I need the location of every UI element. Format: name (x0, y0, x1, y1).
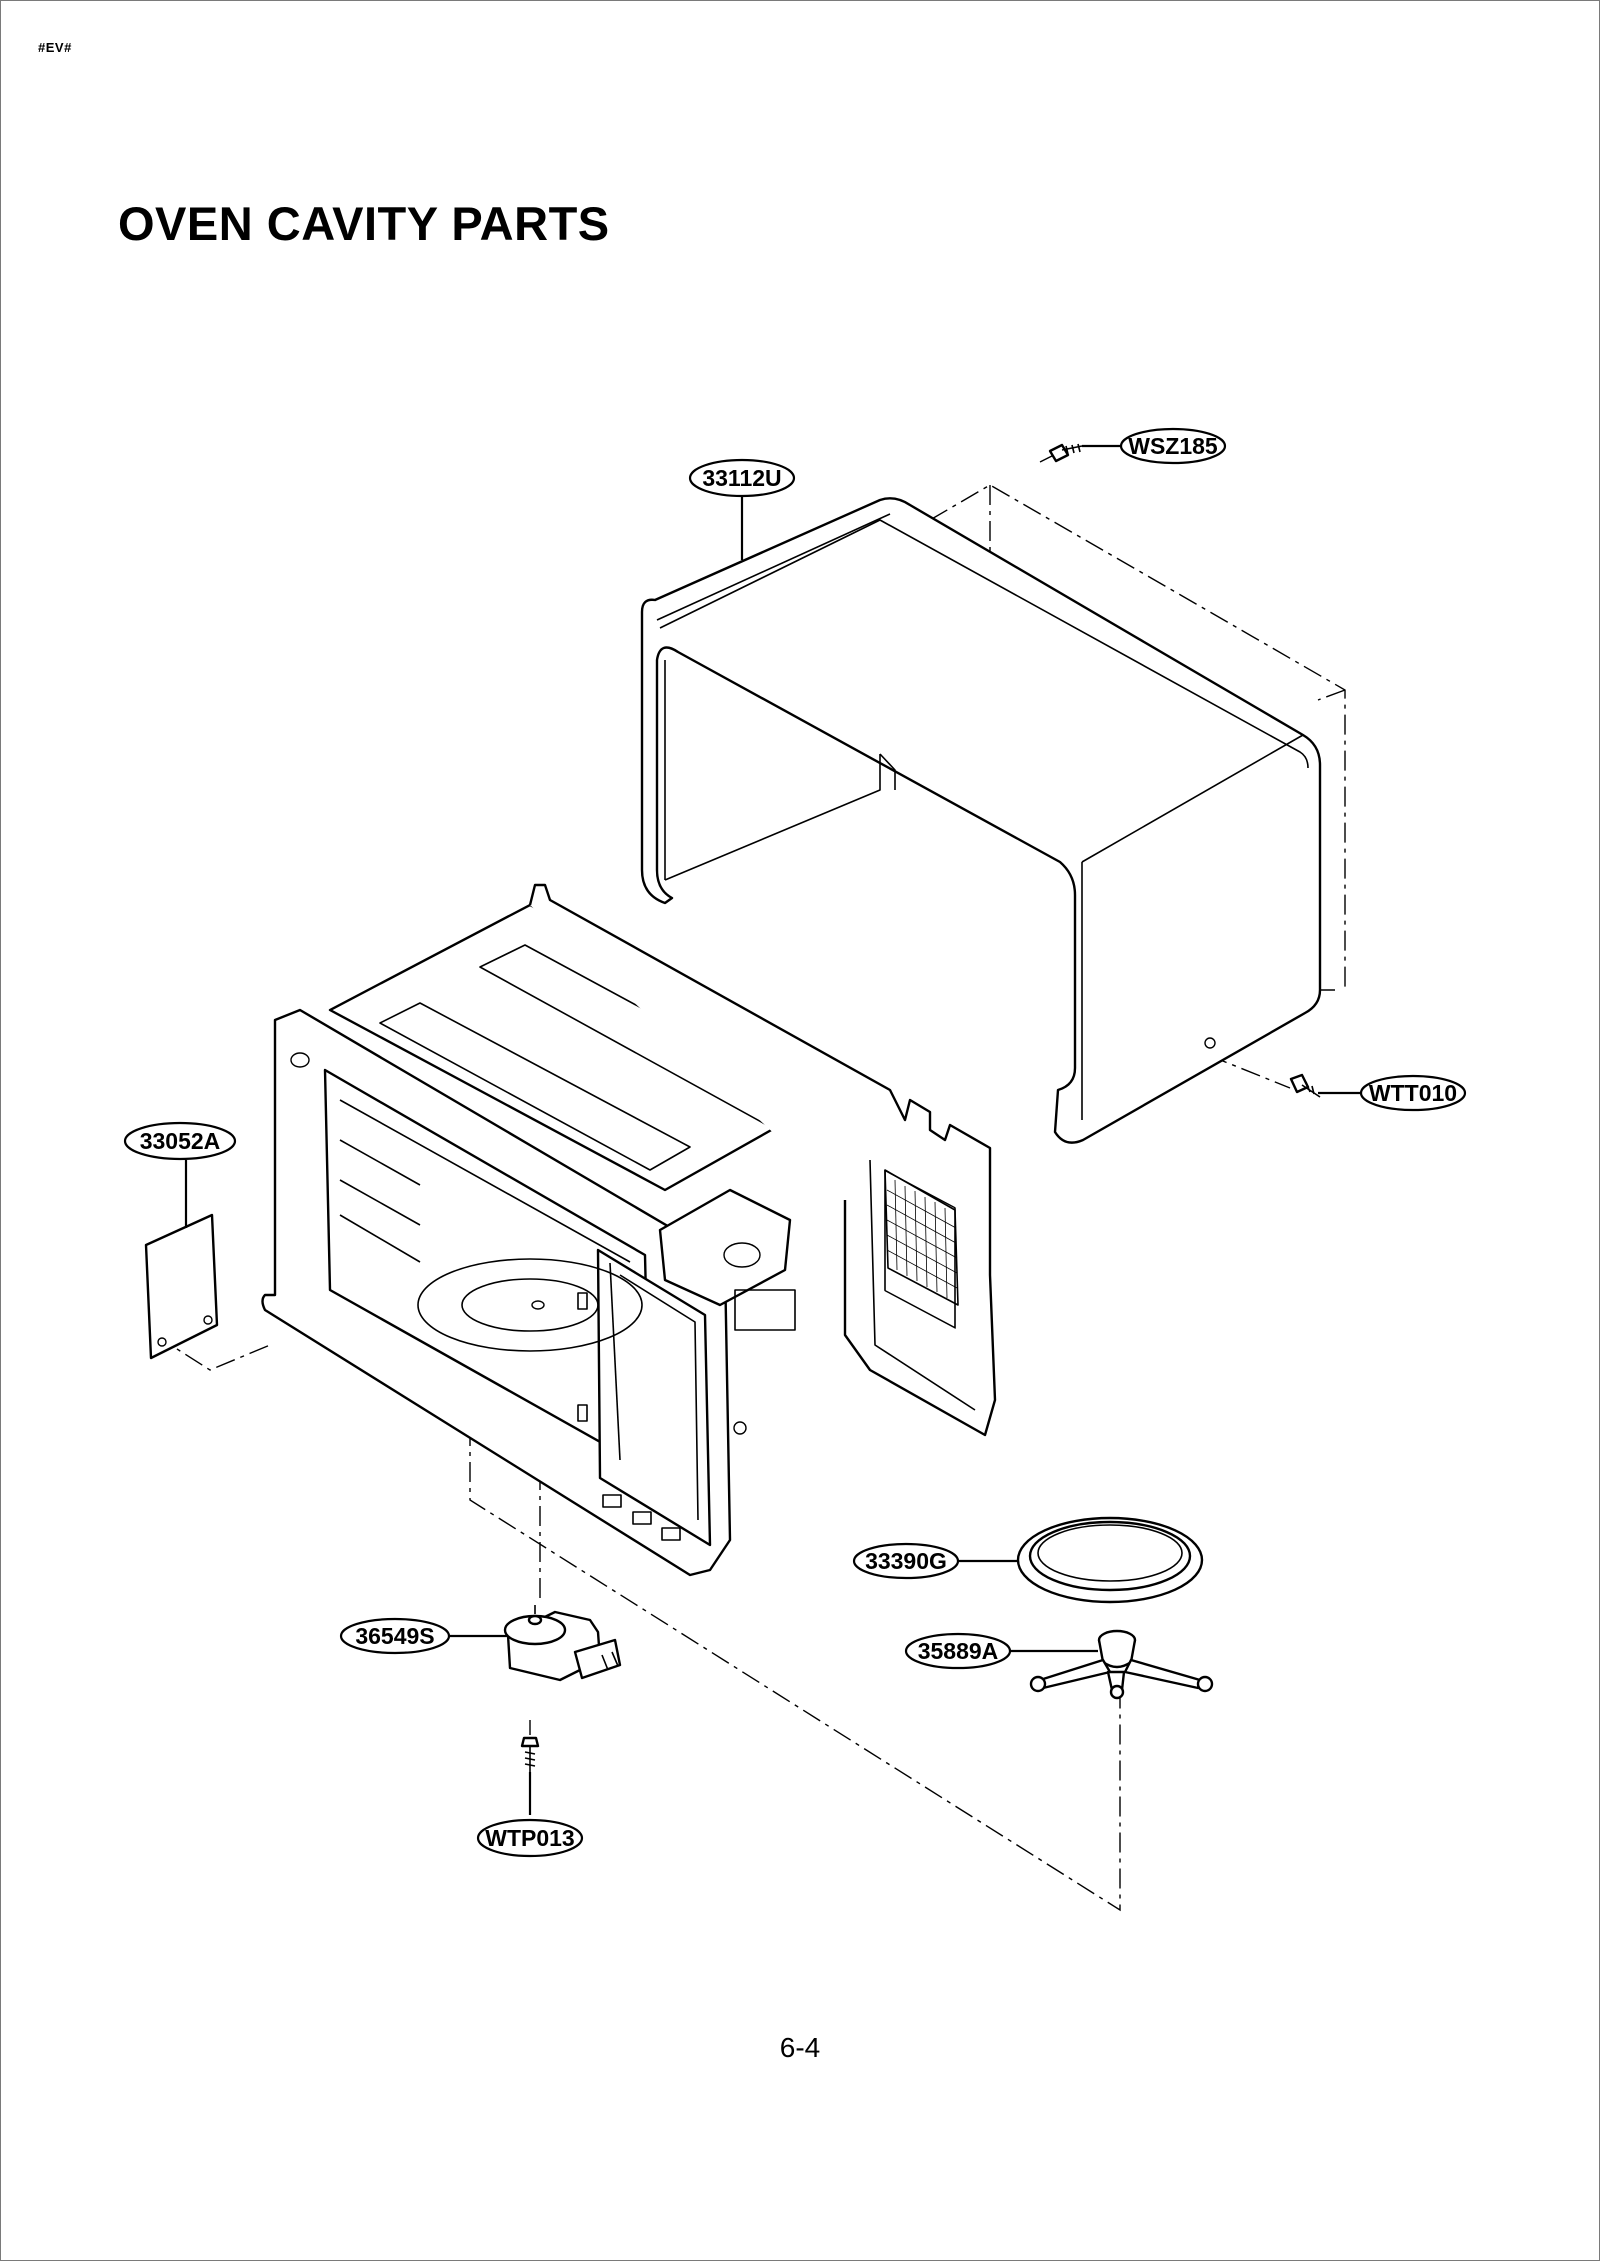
label-33052a: 33052A (123, 1121, 237, 1161)
part-code: WTP013 (485, 1825, 574, 1851)
screw-wtp013 (520, 1736, 540, 1772)
part-code: 33390G (865, 1548, 947, 1574)
screw-wtt010 (1289, 1073, 1321, 1098)
label-wtp013: WTP013 (476, 1818, 584, 1858)
part-code: 36549S (355, 1623, 434, 1649)
oven-cavity (261, 883, 997, 1577)
roller-support (1029, 1629, 1214, 1700)
label-35889a: 35889A (904, 1632, 1012, 1670)
part-code: 33052A (140, 1128, 221, 1154)
label-33112u: 33112U (688, 458, 796, 498)
label-wsz185: WSZ185 (1119, 427, 1227, 465)
glass-tray (1016, 1516, 1204, 1604)
corner-mark: #EV# (38, 40, 72, 55)
part-code: 33112U (702, 465, 781, 491)
label-wtt010: WTT010 (1359, 1074, 1467, 1112)
part-code: WTT010 (1369, 1080, 1457, 1106)
part-code: 35889A (918, 1638, 999, 1664)
page-title: OVEN CAVITY PARTS (118, 197, 610, 250)
page-number: 6-4 (779, 2032, 821, 2063)
label-36549s: 36549S (339, 1617, 451, 1655)
turntable-motor (503, 1605, 622, 1682)
label-33390g: 33390G (852, 1542, 960, 1580)
cover-plate (144, 1213, 219, 1360)
part-code: WSZ185 (1128, 433, 1218, 459)
outer-cabinet (640, 497, 1322, 1144)
screw-wsz185 (1048, 443, 1083, 463)
